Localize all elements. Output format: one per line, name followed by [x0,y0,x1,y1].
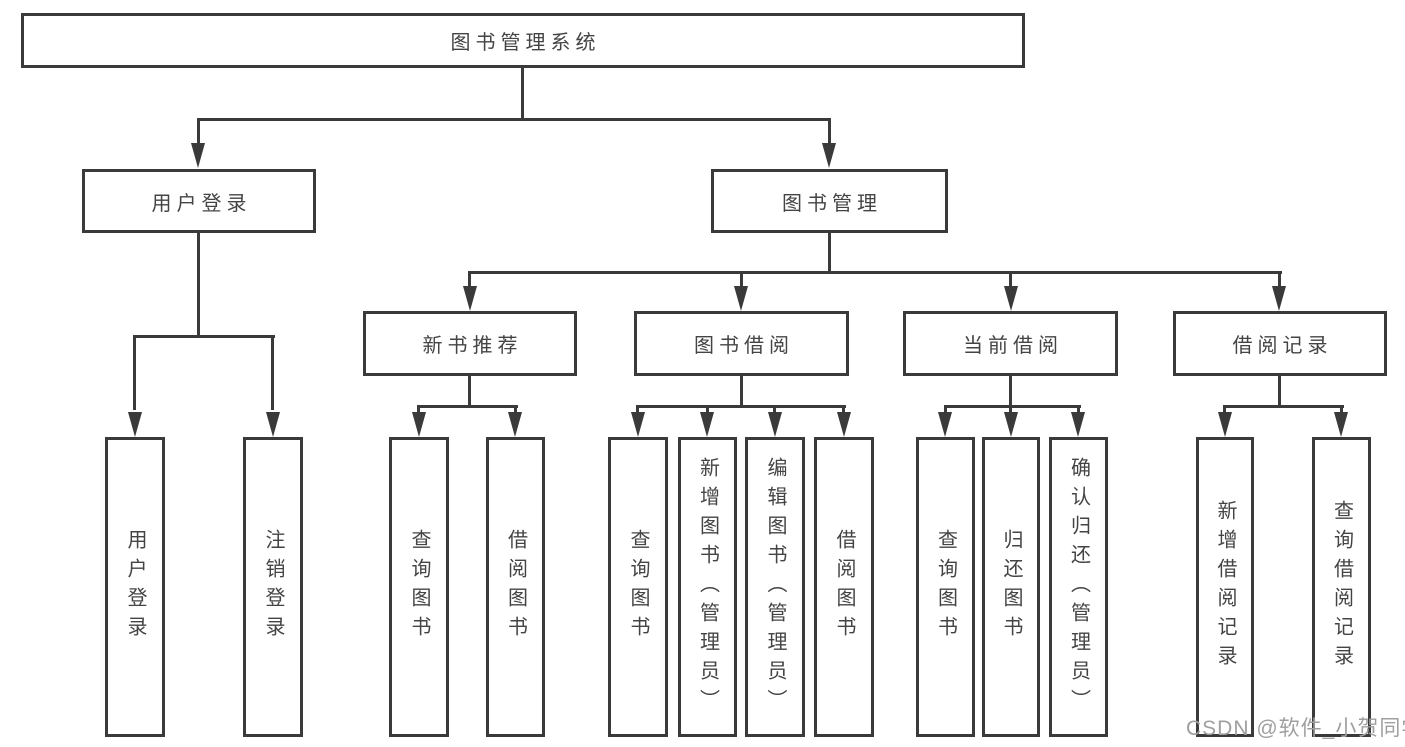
connector-line [1223,408,1226,413]
leaf-label: 查询图书 [408,529,430,645]
node-book-borrowing: 图书借阅 [634,311,849,376]
connector-line [1340,408,1343,413]
node-label: 用户登录 [151,192,252,215]
leaf-label: 确认归还（管理员） [1067,456,1090,718]
leaf-edit-books-admin: 编辑图书（管理员） [745,437,805,737]
node-borrowing-records: 借阅记录 [1173,311,1387,376]
node-label: 图书借阅 [694,335,794,357]
leaf-label: 编辑图书（管理员） [764,456,786,718]
arrowhead-down [822,143,836,168]
connector-line [828,233,831,274]
connector-line [417,408,420,413]
leaf-query-books-current: 查询图书 [916,437,975,737]
connector-line [133,335,275,338]
arrowhead-down [191,143,205,168]
connector-line [197,118,831,121]
arrowhead-down [412,412,426,437]
connector-line [468,376,471,408]
node-label: 当前借阅 [963,335,1063,357]
connector-line [417,405,518,408]
connector-line [636,408,639,413]
leaf-label: 新增借阅记录 [1214,500,1236,674]
connector-line [773,408,776,413]
arrowhead-down [1218,412,1232,437]
node-label: 图书管理 [782,192,882,215]
leaf-label: 注销登录 [262,529,284,645]
connector-line [514,408,517,413]
arrowhead-down [938,412,952,437]
connector-line [740,274,743,290]
leaf-label: 用户登录 [124,529,146,645]
leaf-label: 新增图书（管理员） [696,456,719,718]
leaf-query-books-recommend: 查询图书 [389,437,449,737]
arrowhead-down [1004,286,1018,311]
connector-line [944,408,947,413]
node-new-book-recommendation: 新书推荐 [363,311,577,376]
arrowhead-down [128,412,142,437]
connector-line [1278,274,1281,290]
arrowhead-down [631,412,645,437]
connector-line [468,274,471,290]
connector-line [1278,376,1281,408]
arrowhead-down [266,412,280,437]
connector-line [197,233,200,338]
arrowhead-down [1272,286,1286,311]
connector-line [740,376,743,408]
csdn-watermark: CSDN @软件_小贺同学 [1186,717,1405,740]
connector-line [1223,405,1344,408]
leaf-query-books-borrowing: 查询图书 [608,437,668,737]
arrowhead-down [463,286,477,311]
connector-line [1077,408,1080,413]
connector-line [197,121,200,145]
connector-line [944,405,1081,408]
leaf-borrow-books: 借阅图书 [814,437,874,737]
leaf-label: 查询借阅记录 [1330,500,1353,674]
leaf-return-books: 归还图书 [982,437,1040,737]
connector-line [468,271,1282,274]
connector-line [271,338,274,410]
leaf-label: 借阅图书 [833,529,855,645]
arrowhead-down [768,412,782,437]
connector-line [521,68,524,121]
connector-line [1009,408,1012,413]
node-label: 借阅记录 [1232,335,1333,357]
connector-line [1009,376,1012,408]
arrowhead-down [1004,412,1018,437]
leaf-add-books-admin: 新增图书（管理员） [678,437,737,737]
connector-line [842,408,845,413]
node-book-management: 图书管理 [711,169,948,233]
leaf-user-login: 用户登录 [105,437,165,737]
arrowhead-down [1071,412,1085,437]
connector-line [706,408,709,413]
node-library-management-system: 图书管理系统 [21,13,1025,68]
arrowhead-down [734,286,748,311]
leaf-logout: 注销登录 [243,437,303,737]
leaf-label: 查询图书 [934,529,957,645]
leaf-label: 归还图书 [1000,529,1022,645]
leaf-label: 借阅图书 [504,529,527,645]
leaf-borrow-books-recommend: 借阅图书 [486,437,545,737]
node-user-login: 用户登录 [82,169,316,233]
leaf-confirm-return-admin: 确认归还（管理员） [1049,437,1108,737]
arrowhead-down [837,412,851,437]
node-label: 新书推荐 [422,335,523,357]
connector-line [133,338,136,410]
connector-line [828,121,831,145]
leaf-query-borrow-record: 查询借阅记录 [1312,437,1371,737]
arrowhead-down [700,412,714,437]
connector-line [636,405,846,408]
node-current-borrowing: 当前借阅 [903,311,1118,376]
arrowhead-down [1334,412,1348,437]
leaf-label: 查询图书 [627,529,649,645]
connector-line [1009,274,1012,290]
node-label: 图书管理系统 [450,32,601,54]
leaf-add-borrow-record: 新增借阅记录 [1196,437,1254,737]
arrowhead-down [508,412,522,437]
